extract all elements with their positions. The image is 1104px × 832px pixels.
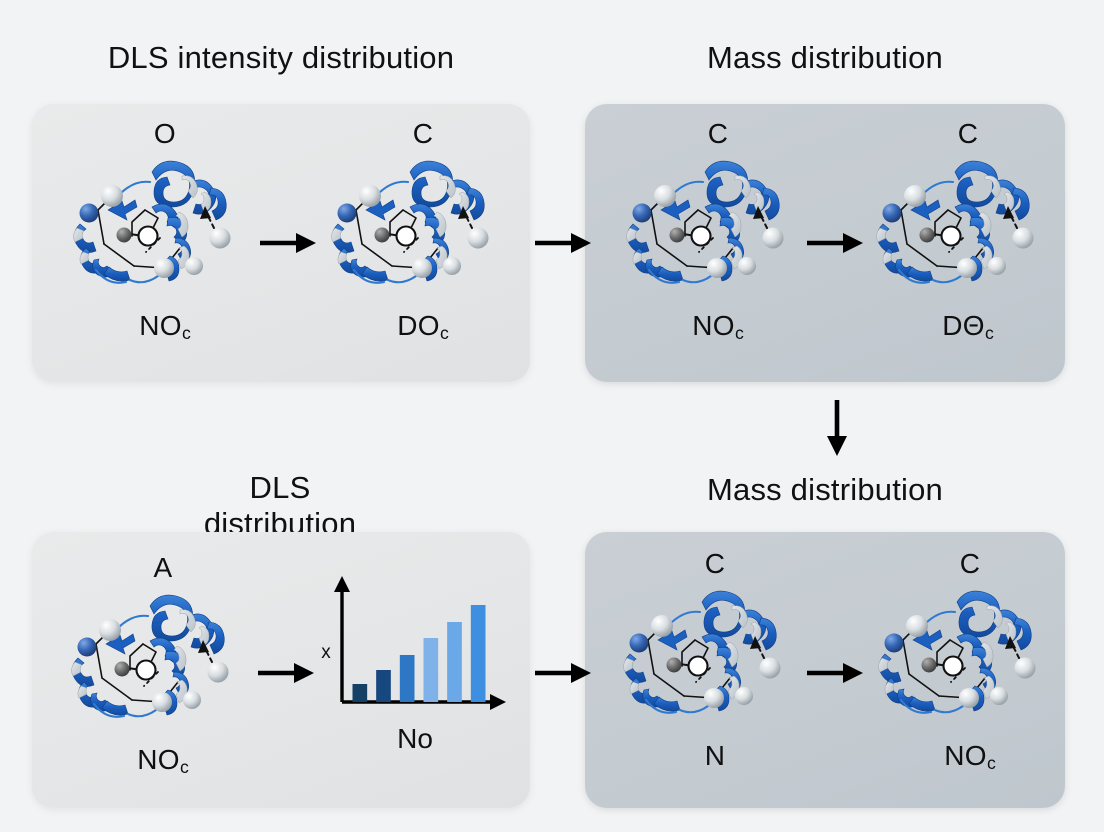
structure-s3-bottom-main: NO bbox=[692, 310, 735, 341]
chart-ylabel: x bbox=[321, 642, 331, 663]
arrow-s6-to-s7 bbox=[805, 660, 865, 686]
structure-s2-bottom-label: DOc bbox=[318, 310, 528, 344]
arrow-s5-to-chart bbox=[256, 660, 316, 686]
arrow-bottomleft-to-bottomright bbox=[533, 660, 593, 686]
protein-ribbon-icon bbox=[613, 152, 823, 302]
arrow-s1-to-s2 bbox=[258, 230, 318, 256]
structure-s1-top-label: O bbox=[153, 118, 177, 149]
protein-ribbon-icon bbox=[58, 586, 268, 736]
structure-s2: C DOc bbox=[318, 118, 528, 344]
structure-s1-bottom-sub: c bbox=[182, 323, 191, 344]
structure-s2-top-label: C bbox=[412, 118, 434, 149]
chart-xlabel: No bbox=[397, 723, 433, 754]
arrow-topleft-to-topright bbox=[533, 230, 593, 256]
chart-bar bbox=[399, 655, 415, 702]
structure-s2-bottom-sub: c bbox=[440, 323, 449, 344]
title-bottom-right: Mass distribution bbox=[707, 472, 943, 507]
structure-s4-bottom-main: DΘ bbox=[942, 310, 985, 341]
structure-s6-bottom-main: N bbox=[704, 740, 726, 771]
structure-s4-bottom-label: DΘc bbox=[863, 310, 1073, 344]
structure-s6-top-label: C bbox=[704, 548, 726, 579]
chart-bar bbox=[447, 622, 462, 702]
structure-s2-bottom-main: DO bbox=[397, 310, 440, 341]
structure-s6: C N bbox=[610, 548, 820, 772]
chart-bar bbox=[376, 670, 391, 702]
structure-s5: A NOc bbox=[58, 552, 268, 778]
structure-s7-bottom-sub: c bbox=[987, 753, 996, 774]
title-top-right: Mass distribution bbox=[707, 40, 943, 75]
structure-s3-bottom-sub: c bbox=[735, 323, 744, 344]
protein-ribbon-icon bbox=[863, 152, 1073, 302]
structure-s1-bottom-label: NOc bbox=[60, 310, 270, 344]
bar-chart: x No bbox=[310, 570, 520, 755]
chart-bar bbox=[470, 605, 486, 702]
structure-s4-bottom-sub: c bbox=[985, 323, 994, 344]
structure-s7-bottom-label: NOc bbox=[865, 740, 1075, 774]
structure-s6-bottom-label: N bbox=[610, 740, 820, 772]
arrow-s3-to-s4 bbox=[805, 230, 865, 256]
bar-chart-plot: x bbox=[321, 576, 506, 710]
structure-s1-bottom-main: NO bbox=[139, 310, 182, 341]
structure-s5-bottom-label: NOc bbox=[58, 744, 268, 778]
structure-s3-top-label: C bbox=[707, 118, 729, 149]
structure-s5-top-label: A bbox=[153, 552, 173, 583]
protein-ribbon-icon bbox=[865, 582, 1075, 732]
structure-s5-bottom-main: NO bbox=[137, 744, 180, 775]
protein-ribbon-icon bbox=[610, 582, 820, 732]
structure-s1: O NOc bbox=[60, 118, 270, 344]
structure-s4: C DΘc bbox=[863, 118, 1073, 344]
structure-s3-bottom-label: NOc bbox=[613, 310, 823, 344]
chart-bar bbox=[352, 684, 368, 702]
arrow-topright-to-bottomright bbox=[824, 398, 850, 458]
structure-s7-bottom-main: NO bbox=[944, 740, 987, 771]
structure-s5-bottom-sub: c bbox=[180, 757, 189, 778]
structure-s7-top-label: C bbox=[959, 548, 981, 579]
title-top-left: DLS intensity distribution bbox=[107, 40, 455, 75]
protein-ribbon-icon bbox=[60, 152, 270, 302]
protein-ribbon-icon bbox=[318, 152, 528, 302]
structure-s3: C NOc bbox=[613, 118, 823, 344]
chart-bar bbox=[423, 638, 439, 702]
chart-axes bbox=[334, 576, 506, 710]
structure-s7: C NOc bbox=[865, 548, 1075, 774]
structure-s4-top-label: C bbox=[957, 118, 979, 149]
